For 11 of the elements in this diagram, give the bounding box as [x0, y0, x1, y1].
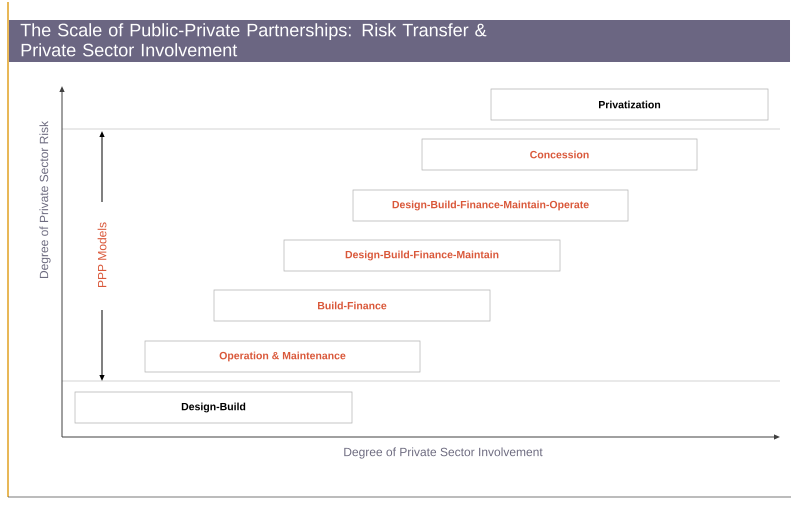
- x-axis-title: Degree of Private Sector Involvement: [344, 447, 543, 459]
- y-axis-title: Degree of Private Sector Risk: [39, 120, 51, 278]
- model-box: Concession: [422, 138, 698, 170]
- model-box: Build-Finance: [214, 290, 490, 322]
- model-box: Privatization: [490, 88, 768, 120]
- bracket-label: PPP Models: [98, 222, 106, 288]
- title-banner: The Scale of Public-Private Partnerships: Risk Transfer & Private Sector Involvement: [9, 20, 790, 62]
- model-box: Design-Build-Finance-Maintain-Operate: [352, 190, 628, 222]
- model-box: Operation & Maintenance: [144, 340, 420, 372]
- model-box: Design-Build-Finance-Maintain: [284, 240, 560, 272]
- model-box: Design-Build: [74, 392, 352, 424]
